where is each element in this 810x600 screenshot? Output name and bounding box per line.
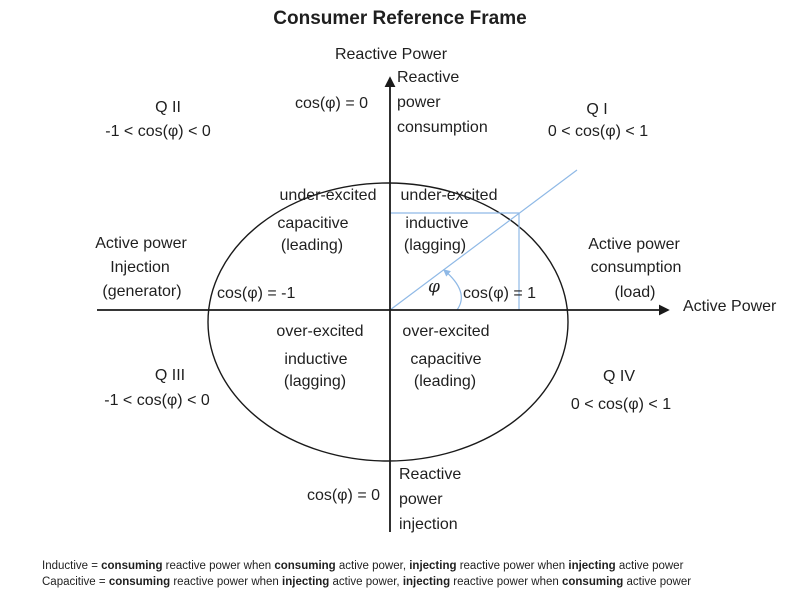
zone-top-left-line2: capacitive bbox=[277, 215, 349, 232]
phi-angle-symbol: φ bbox=[428, 277, 440, 297]
quadrant-1-name: Q I bbox=[586, 101, 608, 118]
quadrant-1-range: 0 < cos(φ) < 1 bbox=[547, 123, 649, 140]
quadrant-4-name: Q IV bbox=[602, 368, 636, 385]
phi-angle-arc bbox=[443, 269, 462, 311]
cos-zero-bottom-label: cos(φ) = 0 bbox=[306, 487, 380, 504]
zone-top-left-line3: (leading) bbox=[280, 237, 344, 254]
reactive-injection-line3: injection bbox=[399, 516, 458, 533]
zone-bottom-right-line1: over-excited bbox=[402, 323, 490, 340]
footnote-inductive: Inductive = consuming reactive power whe… bbox=[42, 560, 684, 572]
zone-top-right-line1: under-excited bbox=[400, 187, 498, 204]
reactive-injection-line1: Reactive bbox=[399, 466, 462, 483]
reactive-consumption-line3: consumption bbox=[397, 119, 488, 136]
zone-top-right-line3: (lagging) bbox=[403, 237, 467, 254]
zone-top-right-line2: inductive bbox=[405, 215, 469, 232]
active-consumption-line1: Active power bbox=[588, 236, 680, 253]
active-injection-line2: Injection bbox=[110, 259, 170, 276]
quadrant-4-range: 0 < cos(φ) < 1 bbox=[570, 396, 672, 413]
zone-bottom-left-line3: (lagging) bbox=[283, 373, 347, 390]
y-axis-title: Reactive Power bbox=[334, 46, 448, 63]
cos-plus-one-label: cos(φ) = 1 bbox=[463, 285, 537, 302]
zone-bottom-right-line3: (leading) bbox=[413, 373, 477, 390]
active-consumption-line2: consumption bbox=[590, 259, 682, 276]
active-injection-line1: Active power bbox=[95, 235, 187, 252]
zone-top-left-line1: under-excited bbox=[279, 187, 377, 204]
quadrant-3-name: Q III bbox=[154, 367, 186, 384]
phasor-diagonal-line bbox=[389, 169, 578, 311]
quadrant-2-name: Q II bbox=[155, 99, 181, 116]
cos-zero-top-label: cos(φ) = 0 bbox=[294, 95, 368, 112]
quadrant-3-range: -1 < cos(φ) < 0 bbox=[104, 392, 210, 409]
reactive-injection-line2: power bbox=[399, 491, 443, 508]
footnote-capacitive: Capacitive = consuming reactive power wh… bbox=[42, 576, 692, 588]
zone-bottom-right-line2: capacitive bbox=[410, 351, 482, 368]
zone-bottom-left-line2: inductive bbox=[284, 351, 348, 368]
zone-bottom-left-line1: over-excited bbox=[276, 323, 364, 340]
active-consumption-line3: (load) bbox=[614, 284, 656, 301]
page-title: Consumer Reference Frame bbox=[273, 8, 527, 29]
reactive-consumption-line1: Reactive bbox=[397, 69, 460, 86]
quadrant-2-range: -1 < cos(φ) < 0 bbox=[105, 123, 211, 140]
x-axis-title: Active Power bbox=[683, 298, 777, 315]
operating-region-ellipse bbox=[207, 182, 569, 462]
active-injection-line3: (generator) bbox=[102, 283, 182, 300]
cos-minus-one-label: cos(φ) = -1 bbox=[217, 285, 296, 302]
reactive-consumption-line2: power bbox=[397, 94, 441, 111]
